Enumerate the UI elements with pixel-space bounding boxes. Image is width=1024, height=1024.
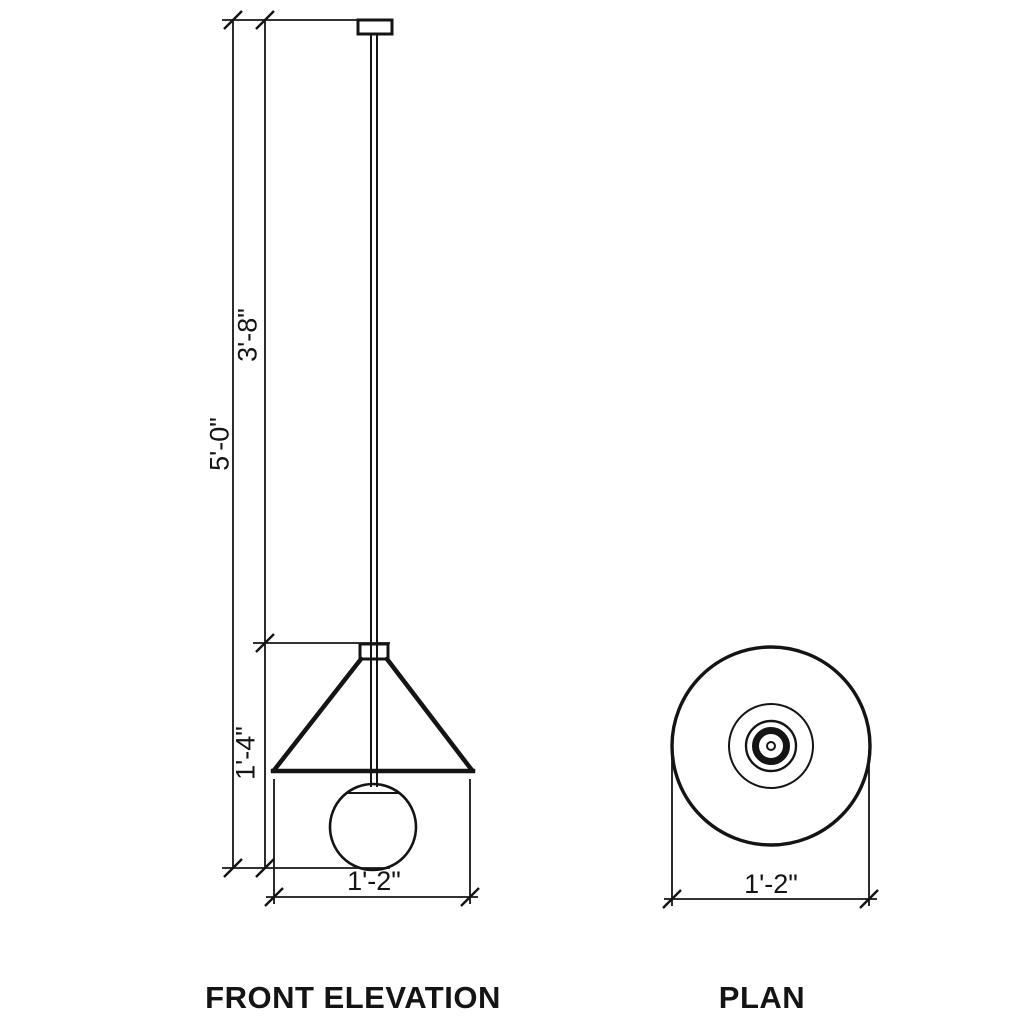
front-fixture [270,18,476,872]
width-dimension-ticks [264,887,480,907]
plan-diameter-dimension: 1'-2" [662,750,879,909]
stem-height-dim-text: 3'-8" [232,308,262,362]
plan-view: 1'-2" PLAN [662,645,879,1015]
plan-title: PLAN [719,980,805,1015]
plan-fixture [670,645,872,847]
plan-dimension-ticks [662,889,879,909]
shade-cone-left-side [271,655,365,773]
shade-cone-right-side [383,655,475,773]
globe-outline-circle [728,703,814,789]
front-width-dim-text: 1'-2" [347,866,401,896]
stem-socket-ring [752,727,790,765]
ceiling-canopy [356,18,394,36]
front-elevation-title: FRONT ELEVATION [205,980,501,1015]
stem-center-circle [766,741,776,751]
collar-outline-circle [744,719,798,773]
front-width-dimension: 1'-2" [264,779,480,907]
shade-outline-circle [670,645,872,847]
plan-diameter-dim-text: 1'-2" [744,869,798,899]
overall-height-dim-text: 5'-0" [204,417,234,471]
glass-globe [328,782,418,872]
front-vertical-dimensions: 5'-0" 3'-8" 1'-4" [204,10,390,878]
front-elevation-view: 5'-0" 3'-8" 1'-4" 1'-2" FRONT ELEVATION [204,10,501,1015]
fixture-height-dim-text: 1'-4" [230,726,260,780]
shade-collar [358,642,390,661]
vertical-dimension-ticks [223,10,275,878]
